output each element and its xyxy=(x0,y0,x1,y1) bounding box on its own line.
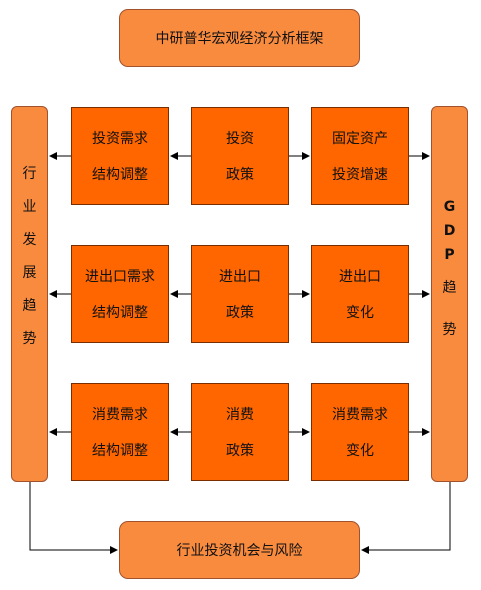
box-line: 变化 xyxy=(346,443,374,459)
box-fixed-asset-investment-growth: 固定资产 投资增速 xyxy=(311,107,409,205)
right-panel-char: 趋 xyxy=(442,280,457,296)
bottom-box-investment-opportunity-risk: 行业投资机会与风险 xyxy=(119,521,360,579)
left-panel-char: 行 xyxy=(22,166,37,182)
left-panel-char: 展 xyxy=(22,265,37,281)
right-panel-char: 势 xyxy=(442,322,457,338)
box-line: 消费需求 xyxy=(92,407,148,423)
left-panel-char: 趋 xyxy=(22,298,37,314)
box-line: 结构调整 xyxy=(92,305,148,321)
box-line: 变化 xyxy=(346,305,374,321)
title-text: 中研普华宏观经济分析框架 xyxy=(155,31,324,47)
box-line: 结构调整 xyxy=(92,443,148,459)
box-investment-demand-structure: 投资需求 结构调整 xyxy=(71,107,169,205)
box-consumption-demand-structure: 消费需求 结构调整 xyxy=(71,383,169,481)
box-line: 消费 xyxy=(226,407,254,423)
box-import-export-change: 进出口 变化 xyxy=(311,245,409,343)
box-line: 政策 xyxy=(226,443,254,459)
box-import-export-demand-structure: 进出口需求 结构调整 xyxy=(71,245,169,343)
box-line: 投资增速 xyxy=(332,167,388,183)
box-investment-policy: 投资 政策 xyxy=(191,107,289,205)
left-panel-char: 业 xyxy=(22,199,37,215)
right-panel-char: D xyxy=(443,223,456,239)
box-line: 结构调整 xyxy=(92,167,148,183)
box-line: 政策 xyxy=(226,167,254,183)
box-consumption-demand-change: 消费需求 变化 xyxy=(311,383,409,481)
box-line: 投资需求 xyxy=(92,131,148,147)
right-panel-gdp-trend: G D P 趋 势 xyxy=(431,106,468,482)
right-panel-text: G D P 趋 势 xyxy=(432,199,467,339)
box-line: 固定资产 xyxy=(332,131,388,147)
bottom-text: 行业投资机会与风险 xyxy=(176,543,303,559)
left-panel-industry-trend: 行 业 发 展 趋 势 xyxy=(11,106,48,482)
title-box: 中研普华宏观经济分析框架 xyxy=(119,9,360,67)
right-panel-char: P xyxy=(444,247,455,263)
box-line: 进出口需求 xyxy=(85,269,155,285)
box-line: 进出口 xyxy=(339,269,381,285)
left-panel-char: 势 xyxy=(22,331,37,347)
box-line: 消费需求 xyxy=(332,407,388,423)
right-panel-char: G xyxy=(443,199,456,215)
left-panel-text: 行 业 发 展 趋 势 xyxy=(12,163,47,348)
box-import-export-policy: 进出口 政策 xyxy=(191,245,289,343)
box-line: 政策 xyxy=(226,305,254,321)
arrow-left-panel-to-bottom xyxy=(29,482,118,554)
left-panel-char: 发 xyxy=(22,232,37,248)
box-consumption-policy: 消费 政策 xyxy=(191,383,289,481)
box-line: 进出口 xyxy=(219,269,261,285)
arrow-right-panel-to-bottom xyxy=(361,482,451,554)
box-line: 投资 xyxy=(226,131,254,147)
